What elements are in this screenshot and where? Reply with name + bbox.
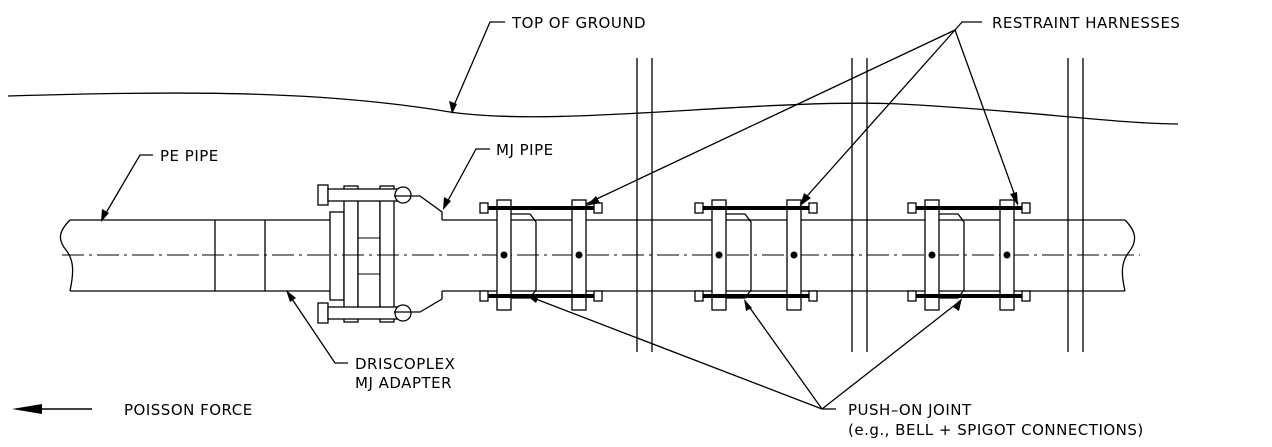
label-driscoplex-line1: DRISCOPLEX [355,355,455,373]
label-push-on-line2: (e.g., BELL + SPIGOT CONNECTIONS) [848,421,1144,439]
label-top-of-ground: TOP OF GROUND [511,14,646,32]
ground-line [7,92,1179,125]
leader-mj-pipe [443,148,490,210]
label-mj-pipe: MJ PIPE [496,141,554,159]
leader-push-on-joint [526,295,962,410]
label-push-on-line1: PUSH–ON JOINT [848,401,972,419]
poisson-force-arrow [12,404,92,414]
label-restraint-harnesses: RESTRAINT HARNESSES [992,14,1180,32]
mj-adapter-assembly [317,184,443,324]
leader-top-of-ground [449,21,505,114]
break-lines [636,58,1084,352]
joint-3 [907,199,1031,311]
label-driscoplex-line2: MJ ADAPTER [355,374,452,392]
label-pe-pipe: PE PIPE [160,147,219,165]
leader-restraint-harnesses [585,21,1019,206]
joint-1 [479,199,603,311]
joint-2 [694,199,818,311]
leader-driscoplex [286,290,348,364]
leader-pe-pipe [101,154,153,222]
label-poisson-force: POISSON FORCE [124,401,253,419]
